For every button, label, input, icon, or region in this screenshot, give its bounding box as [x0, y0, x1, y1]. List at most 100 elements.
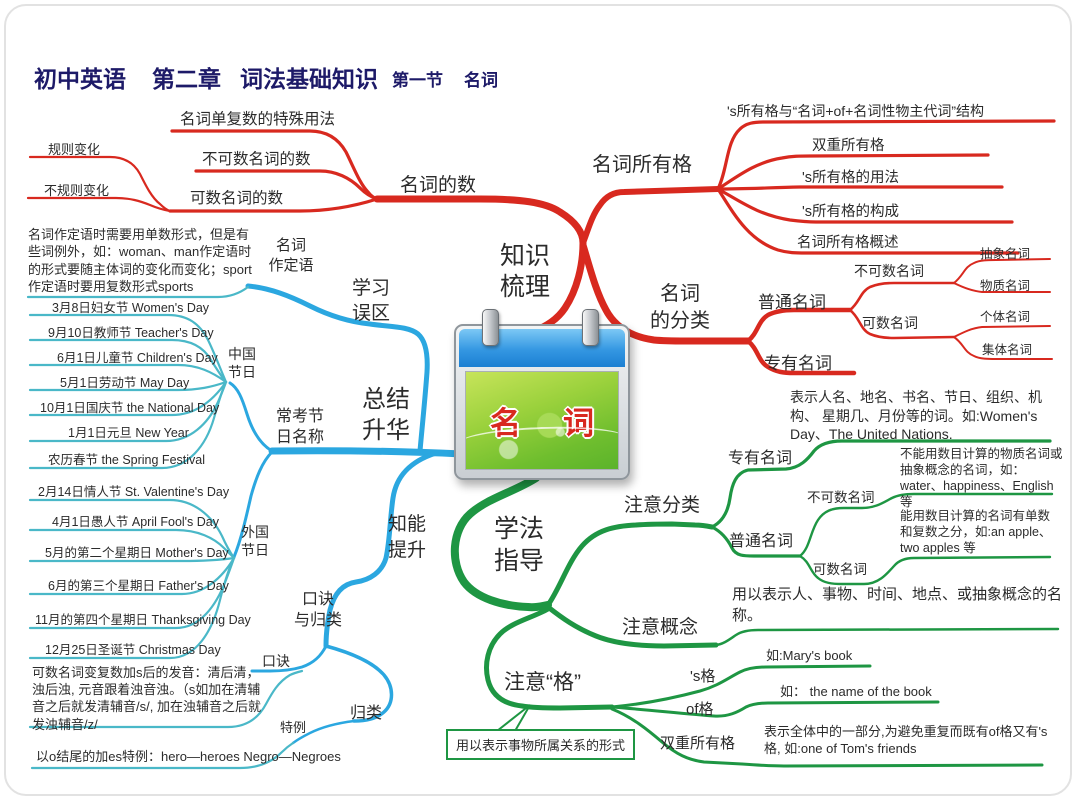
branch-line: [610, 700, 940, 718]
leaf-line: [28, 380, 228, 392]
node-line: 节日: [228, 364, 256, 380]
node-attributive: 名词 作定语: [260, 236, 322, 276]
festival-item: 9月10日教师节 Teacher's Day: [48, 326, 214, 340]
node-line: 知识: [500, 242, 551, 270]
node-line: 误区: [352, 303, 391, 324]
node-line: 与归类: [293, 612, 342, 629]
node-line: 学习: [352, 278, 391, 299]
knowledge-branch-lines: [26, 119, 1056, 376]
festival-item: 6月1日儿童节 Children's Day: [57, 351, 218, 365]
node-line: 学法: [494, 515, 545, 543]
branch-line: [323, 450, 439, 649]
node-abstract-noun: 抽象名词: [980, 247, 1031, 261]
leaf-line: [28, 556, 236, 660]
leaf-line: [28, 338, 228, 384]
node-line: 的分类: [650, 310, 710, 332]
node-line: 知能: [388, 514, 427, 535]
node-categorize: 归类: [350, 705, 383, 722]
branch-line: [580, 186, 721, 246]
node-possessive-item: 's所有格的构成: [802, 204, 900, 220]
node-irregular-change: 不规则变化: [44, 183, 110, 198]
mnemonic-note: 可数名词变复数加s后的发音：清后清，浊后浊, 元音跟着浊音浊。（s如加在清辅音之…: [32, 665, 261, 732]
central-calendar-image: 名词: [454, 309, 630, 480]
of-case-note: 如： the name of the book: [780, 684, 932, 699]
branch-line: [953, 258, 1051, 284]
node-special-case: 特例: [280, 720, 307, 735]
s-case-note: 如:Mary's book: [766, 648, 853, 663]
leaf-line: [28, 363, 228, 384]
node-mnemonic-group: 口诀 与归类: [292, 589, 344, 631]
festival-item: 5月1日劳动节 May Day: [60, 376, 190, 390]
branch-line: [716, 119, 1056, 191]
branch-line: [714, 627, 1060, 647]
node-guide-uncountable: 不可数名词: [807, 490, 875, 505]
node-guide-common: 普通名词: [729, 533, 794, 550]
node-knowledge: 知识 梳理: [500, 241, 550, 303]
header-section: 第一节: [392, 71, 443, 90]
branch-line: [545, 604, 719, 649]
leaf-line: [28, 556, 236, 563]
node-line: 升华: [362, 417, 410, 444]
branch-line: [716, 185, 1004, 191]
countable-note: 能用数目计算的名词有单数和复数之分，如:an apple、two apples …: [900, 509, 1052, 555]
festival-item: 2月14日情人节 St. Valentine's Day: [38, 485, 230, 499]
node-guide-proper: 专有名词: [728, 450, 793, 467]
node-noun-number: 名词的数: [400, 175, 477, 196]
node-line: 作定语: [268, 257, 314, 274]
header-chapter: 第二章: [152, 66, 221, 92]
branch-line: [798, 554, 1052, 586]
node-collective-noun: 集体名词: [982, 343, 1033, 357]
branch-line: [716, 153, 990, 191]
node-line: 名词: [275, 237, 306, 254]
node-line: 外国: [241, 524, 269, 540]
node-line: 节日: [241, 542, 269, 558]
node-possessive-item: 双重所有格: [812, 138, 885, 154]
branch-line: [953, 282, 1051, 293]
node-learning-mistakes: 学习 误区: [352, 276, 390, 326]
branch-line: [848, 281, 956, 312]
branch-line: [710, 439, 1052, 529]
branch-line: [610, 707, 1044, 768]
node-double-case: 双重所有格: [660, 735, 736, 752]
node-guide-countable: 可数名词: [813, 562, 867, 577]
node-possessive-item: 's所有格的用法: [802, 170, 900, 186]
node-study-guidance: 学法 指导: [494, 513, 544, 577]
node-line: 指导: [494, 547, 545, 575]
node-number-special: 名词单复数的特殊用法: [180, 111, 336, 128]
node-possessive: 名词所有格: [592, 154, 692, 176]
node-note-case: 注意“格”: [504, 671, 581, 694]
node-note-classification: 注意分类: [624, 495, 701, 516]
node-mnemonic: 口诀: [262, 653, 290, 669]
calendar-ring-icon: [482, 309, 499, 346]
festival-item: 5月的第二个星期日 Mother's Day: [45, 546, 229, 560]
branch-line: [194, 169, 379, 201]
node-note-concept: 注意概念: [622, 617, 699, 638]
node-line: 日名称: [276, 429, 325, 446]
node-line: 名词: [660, 283, 700, 305]
branch-line: [798, 492, 1054, 558]
branch-line: [232, 450, 274, 559]
header-title: 词法基础知识: [240, 66, 378, 92]
branch-line: [953, 325, 1051, 338]
branch-line: [450, 474, 552, 612]
node-number-uncountable: 不可数名词的数: [202, 151, 311, 168]
leaf-line: [28, 669, 304, 729]
branch-line: [250, 644, 328, 673]
callout-pointer: [496, 704, 531, 732]
branch-line: [373, 195, 587, 335]
node-line: 提升: [388, 540, 427, 561]
leaf-line: [28, 380, 228, 417]
node-summary: 总结 升华: [362, 384, 410, 446]
branch-line: [848, 308, 956, 340]
node-uncountable-noun: 不可数名词: [854, 263, 924, 279]
branch-line: [26, 196, 172, 213]
uncountable-note: 不能用数目计算的物质名词或抽象概念的名词，如：water、happiness、E…: [900, 447, 1063, 509]
special-case-note: 以o结尾的加es特例：hero—heroes Negro—Negroes: [36, 749, 341, 764]
branch-line: [953, 336, 1053, 360]
leaf-line: [28, 556, 236, 596]
branch-line: [745, 338, 857, 376]
node-line: 常考节: [276, 408, 325, 425]
node-line: 总结: [362, 386, 410, 413]
branch-line: [745, 307, 853, 344]
